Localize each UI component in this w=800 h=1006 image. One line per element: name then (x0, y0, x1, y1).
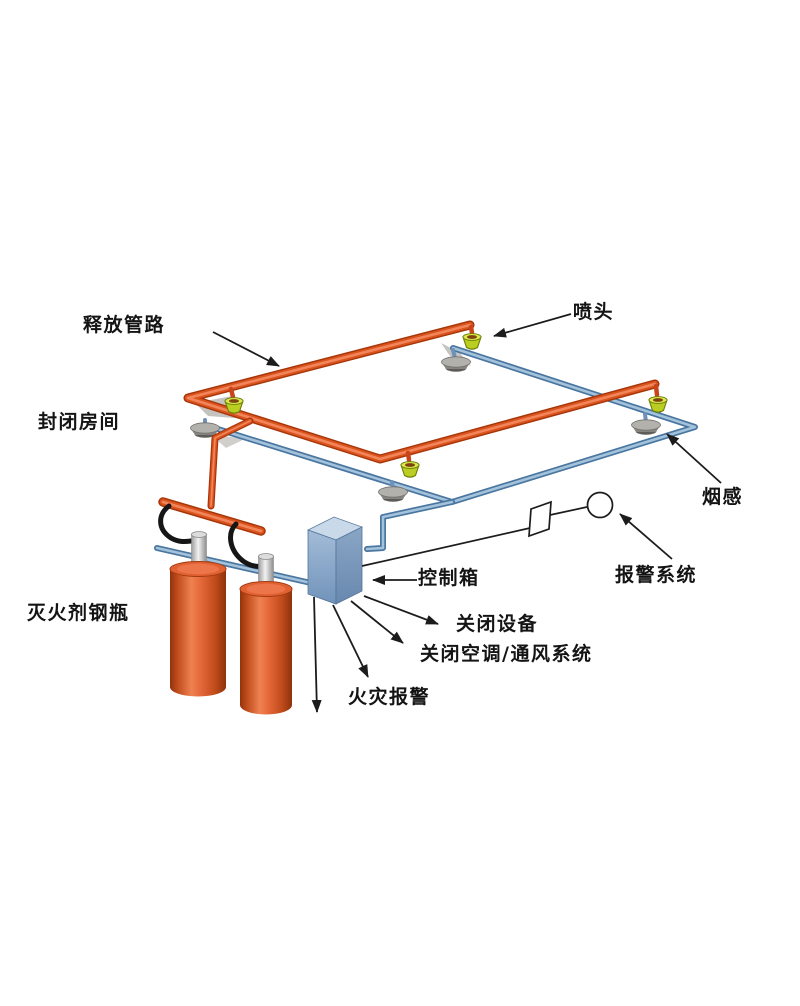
release-piping (183, 320, 660, 464)
arrow-shutdown-hvac (350, 600, 404, 644)
smoke-detector-icon (441, 356, 471, 373)
hose-icon (228, 521, 265, 569)
label-release-piping: 释放管路 (83, 314, 166, 336)
agent-cylinder (239, 581, 293, 715)
arrow-release-piping (212, 331, 280, 367)
alarm-devices (361, 491, 614, 567)
nozzle-icon (462, 333, 482, 350)
control-box (306, 516, 364, 605)
alarm-bell-icon (586, 491, 614, 519)
arrow-fire-alarm (332, 604, 369, 678)
cylinder-assembly (158, 417, 293, 715)
arrow-alarm-system (619, 513, 673, 560)
label-fire-alarm: 火灾报警 (348, 686, 431, 708)
label-control-box: 控制箱 (418, 567, 480, 589)
label-shutdown-hvac: 关闭空调/通风系统 (420, 643, 593, 665)
agent-cylinder (169, 561, 227, 697)
smoke-detector-icon (378, 486, 408, 503)
arrow-smoke-detector (666, 433, 722, 484)
nozzle-icon (400, 461, 420, 478)
hose-icon (158, 503, 194, 545)
alarm-box-icon (528, 500, 552, 538)
arrow-shutdown-equipment (363, 595, 439, 625)
nozzle-icon (648, 396, 668, 413)
annotation-arrows (212, 313, 722, 713)
label-agent-cylinders: 灭火剂钢瓶 (27, 602, 130, 624)
label-enclosed-room: 封闭房间 (38, 411, 121, 433)
smoke-detector-icon (631, 419, 661, 436)
label-smoke-detector: 烟感 (702, 486, 744, 508)
label-shutdown-equipment: 关闭设备 (456, 613, 539, 635)
arrow-down (311, 596, 322, 713)
nozzle-icon (224, 397, 244, 414)
arrow-nozzle (493, 313, 572, 338)
label-alarm-system: 报警系统 (615, 564, 698, 586)
label-nozzle: 喷头 (573, 301, 615, 323)
